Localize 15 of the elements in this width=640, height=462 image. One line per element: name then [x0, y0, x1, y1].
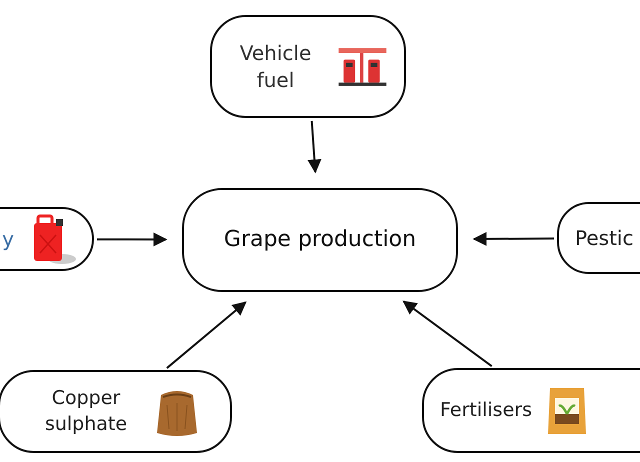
node-label: Vehicle fuel: [238, 40, 312, 94]
rounded-box: [210, 15, 406, 118]
node-label: Copper sulphate: [44, 386, 128, 436]
arrow: [472, 232, 554, 246]
rounded-box: [0, 370, 232, 453]
node-label: Grape production: [224, 226, 416, 254]
node-label: Fertilisers: [440, 398, 532, 423]
node-label: Pestic: [575, 224, 634, 252]
arrow: [97, 232, 168, 246]
arrow: [402, 300, 492, 368]
node-label: y: [2, 226, 14, 252]
arrow: [166, 301, 247, 369]
arrow: [307, 120, 322, 174]
rounded-box: [422, 368, 640, 453]
rounded-box: [182, 188, 458, 292]
